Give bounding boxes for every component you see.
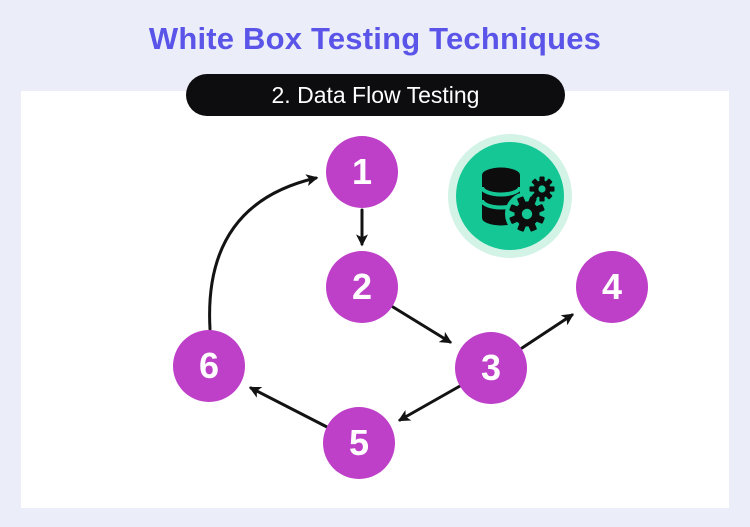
subtitle-pill: 2. Data Flow Testing [186,74,565,116]
flow-node-2-label: 2 [351,266,373,307]
flow-node-5-label: 5 [348,422,370,463]
page-title: White Box Testing Techniques [148,21,602,56]
flow-node-3-label: 3 [480,347,502,388]
database-badge-ring [448,134,572,258]
flow-node-6: 6 [173,330,245,402]
big-gear-icon [509,196,545,232]
flow-node-5: 5 [323,407,395,479]
flow-node-4: 4 [576,251,648,323]
flow-node-2: 2 [326,251,398,323]
database-gears-icon [480,167,557,236]
flow-node-1: 1 [326,136,398,208]
database-badge [456,142,564,250]
flow-node-1-label: 1 [351,151,373,192]
subtitle-pill-label: 2. Data Flow Testing [271,81,480,108]
flow-node-3: 3 [455,332,527,404]
flow-node-6-label: 6 [198,345,220,386]
flow-node-4-label: 4 [601,266,623,307]
